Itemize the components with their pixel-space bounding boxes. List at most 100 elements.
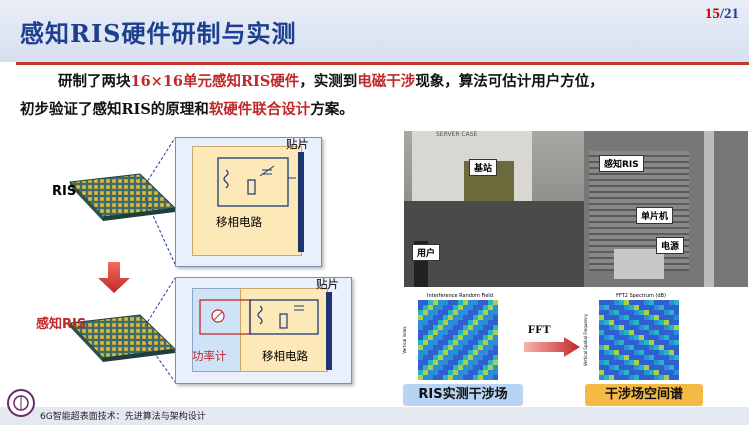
heatmap-cell xyxy=(478,325,483,330)
heatmap-cell xyxy=(448,325,453,330)
heatmap-cell xyxy=(659,340,664,345)
heatmap-cell xyxy=(468,310,473,315)
heatmap-cell xyxy=(669,370,674,375)
experiment-photo: SERVER CASE 基站 感知RIS 单片机 用户 电源 xyxy=(404,131,748,287)
heatmap-cell xyxy=(493,315,498,320)
heatmap-cell xyxy=(428,320,433,325)
unit-cell-box xyxy=(192,146,302,256)
server-case-text: SERVER CASE xyxy=(436,131,478,138)
heatmap-cell xyxy=(654,300,659,305)
heatmap-cell xyxy=(664,310,669,315)
heatmap-cell xyxy=(634,355,639,360)
heatmap-cell xyxy=(609,350,614,355)
heatmap-cell xyxy=(478,370,483,375)
heatmap-cell xyxy=(443,310,448,315)
heatmap-cell xyxy=(659,375,664,380)
heatmap-cell xyxy=(468,300,473,305)
heatmap-cell xyxy=(488,315,493,320)
heatmap-cell xyxy=(654,365,659,370)
heatmap-cell xyxy=(448,320,453,325)
heatmap-cell xyxy=(478,345,483,350)
heatmap-cell xyxy=(428,350,433,355)
heatmap-cell xyxy=(473,325,478,330)
heatmap-cell xyxy=(654,310,659,315)
heatmap-cell xyxy=(674,345,679,350)
heatmap-cell xyxy=(443,300,448,305)
heatmap-cell xyxy=(599,345,604,350)
heatmap-cell xyxy=(423,370,428,375)
heatmap-cell xyxy=(493,365,498,370)
heatmap-cell xyxy=(639,305,644,310)
heatmap-cell xyxy=(629,365,634,370)
heatmap-cell xyxy=(438,325,443,330)
heatmap-cell xyxy=(654,370,659,375)
footer-text: 6G智能超表面技术：先进算法与架构设计 xyxy=(40,412,206,422)
heatmap-cell xyxy=(473,345,478,350)
heatmap-cell xyxy=(438,310,443,315)
heatmap-cell xyxy=(619,340,624,345)
heatmap-cell xyxy=(458,315,463,320)
heatmap-cell xyxy=(483,345,488,350)
heatmap-cell xyxy=(634,325,639,330)
heatmap-cell xyxy=(468,375,473,380)
heatmap-cell xyxy=(463,320,468,325)
heatmap-cell xyxy=(418,360,423,365)
heatmap-cell xyxy=(468,320,473,325)
power-meter-label: 功率计 xyxy=(192,349,227,363)
heatmap-cell xyxy=(418,340,423,345)
heatmap-cell xyxy=(644,300,649,305)
heatmap-cell xyxy=(629,360,634,365)
heatmap-cell xyxy=(609,310,614,315)
heatmap-cell xyxy=(614,375,619,380)
heatmap-cell xyxy=(448,350,453,355)
tag-mcu: 单片机 xyxy=(636,207,674,224)
heatmap-cell xyxy=(654,305,659,310)
heatmap-cell xyxy=(423,360,428,365)
heatmap-cell xyxy=(674,370,679,375)
heatmap-cell xyxy=(664,345,669,350)
heatmap-cell xyxy=(604,350,609,355)
heatmap-cell xyxy=(488,370,493,375)
heatmap-cell xyxy=(629,315,634,320)
page-current: 15 xyxy=(704,6,720,22)
heatmap-cell xyxy=(468,365,473,370)
heatmap-cell xyxy=(599,360,604,365)
heatmap-cell xyxy=(634,365,639,370)
heatmap-cell xyxy=(614,300,619,305)
caption-spatial-spectrum: 干涉场空间谱 xyxy=(585,384,703,406)
heatmap-cell xyxy=(639,340,644,345)
slide-title: 感知RIS硬件研制与实测 xyxy=(20,19,297,48)
heatmap-cell xyxy=(473,335,478,340)
heatmap-cell xyxy=(428,330,433,335)
heatmap-cell xyxy=(463,345,468,350)
heatmap-cell xyxy=(428,315,433,320)
heatmap-cell xyxy=(614,355,619,360)
heatmap-cell xyxy=(624,360,629,365)
heatmap-cell xyxy=(659,335,664,340)
heatmap-cell xyxy=(468,345,473,350)
heatmap-cell xyxy=(473,305,478,310)
heatmap-cell xyxy=(629,305,634,310)
heatmap-cell xyxy=(438,330,443,335)
heatmap-cell xyxy=(604,365,609,370)
heatmap-cell xyxy=(649,360,654,365)
heatmap-cell xyxy=(599,365,604,370)
heatmap-cell xyxy=(654,315,659,320)
heatmap-cell xyxy=(619,360,624,365)
heatmap-cell xyxy=(659,365,664,370)
heatmap-cell xyxy=(493,325,498,330)
heatmap-cell xyxy=(629,320,634,325)
heatmap-cell xyxy=(453,325,458,330)
heatmap-cell xyxy=(433,325,438,330)
tag-sensing-ris: 感知RIS xyxy=(599,155,644,172)
heatmap-cell xyxy=(453,300,458,305)
heatmap-cell xyxy=(624,345,629,350)
heatmap-cell xyxy=(428,325,433,330)
heatmap-cell xyxy=(649,370,654,375)
heatmap-cell xyxy=(604,355,609,360)
heatmap-cell xyxy=(659,350,664,355)
heatmap-cell xyxy=(614,325,619,330)
unit-cell-box xyxy=(240,288,328,372)
heatmap-cell xyxy=(483,325,488,330)
heatmap-cell xyxy=(473,355,478,360)
